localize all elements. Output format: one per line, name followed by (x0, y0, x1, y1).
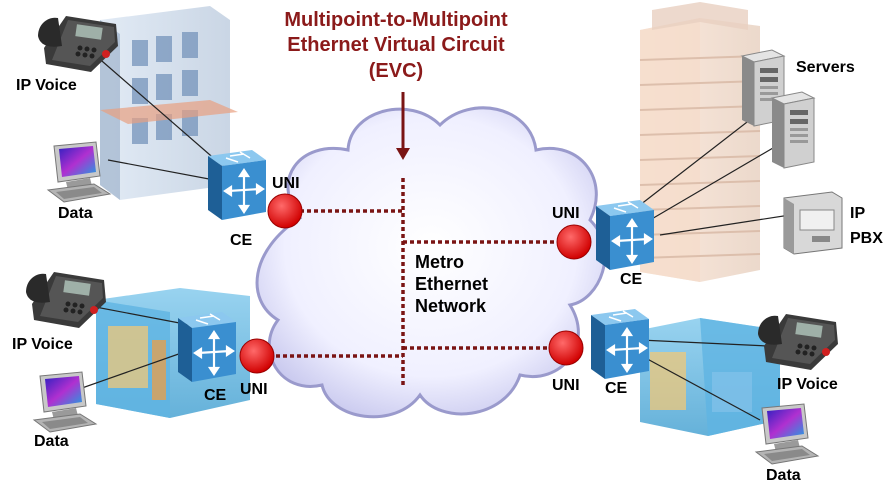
uni-label: UNI (240, 381, 268, 398)
device-labels: IP Voice Data IP Voice Data IP Voice Dat… (12, 59, 883, 483)
uni-dot (239, 338, 275, 374)
title-line2: Ethernet Virtual Circuit (287, 34, 505, 56)
ip-voice-label: IP Voice (16, 77, 77, 94)
data-label: Data (34, 433, 69, 450)
switch-icon (594, 198, 656, 272)
computer-icon (33, 371, 97, 433)
title-line3: (EVC) (369, 60, 423, 82)
computer-icon (755, 403, 819, 465)
ce-label: CE (620, 271, 643, 288)
ce-label: CE (605, 380, 628, 397)
ip-pbx-label-line2: PBX (850, 230, 883, 247)
ce-label: CE (230, 232, 253, 249)
ip-pbx-label-line1: IP (850, 205, 865, 222)
phone-icon (26, 272, 106, 328)
server-icon (771, 91, 815, 169)
access-links (81, 54, 791, 421)
data-label: Data (766, 467, 801, 483)
uni-dot (548, 330, 584, 366)
title-line1: Multipoint-to-Multipoint (284, 9, 508, 31)
ip-voice-label: IP Voice (777, 376, 838, 393)
tower-icon (639, 2, 761, 282)
metro-ethernet-cloud (255, 106, 607, 419)
building-icon (100, 6, 238, 200)
ce-label: CE (204, 387, 227, 404)
evc-circuit (276, 178, 560, 388)
switch-icon (176, 310, 238, 384)
uni-dot (556, 224, 592, 260)
ip-voice-label: IP Voice (12, 336, 73, 353)
cloud-label: Metro Ethernet Network (415, 252, 488, 316)
cloud-line1: Metro (415, 252, 464, 272)
uni-points (239, 193, 592, 374)
switch-icon (589, 307, 651, 381)
pbx-icon (783, 191, 843, 255)
evc-arrow (396, 92, 410, 160)
cloud-line3: Network (415, 296, 487, 316)
storefront-icon (640, 318, 780, 436)
uni-label: UNI (272, 175, 300, 192)
switch-icon (206, 148, 268, 222)
servers-label: Servers (796, 59, 855, 76)
uni-dot (267, 193, 303, 229)
evc-title: Multipoint-to-Multipoint Ethernet Virtua… (284, 9, 508, 82)
phone-icon (758, 314, 838, 370)
data-label: Data (58, 205, 93, 222)
uni-label: UNI (552, 205, 580, 222)
uni-label: UNI (552, 377, 580, 394)
cloud-line2: Ethernet (415, 274, 488, 294)
